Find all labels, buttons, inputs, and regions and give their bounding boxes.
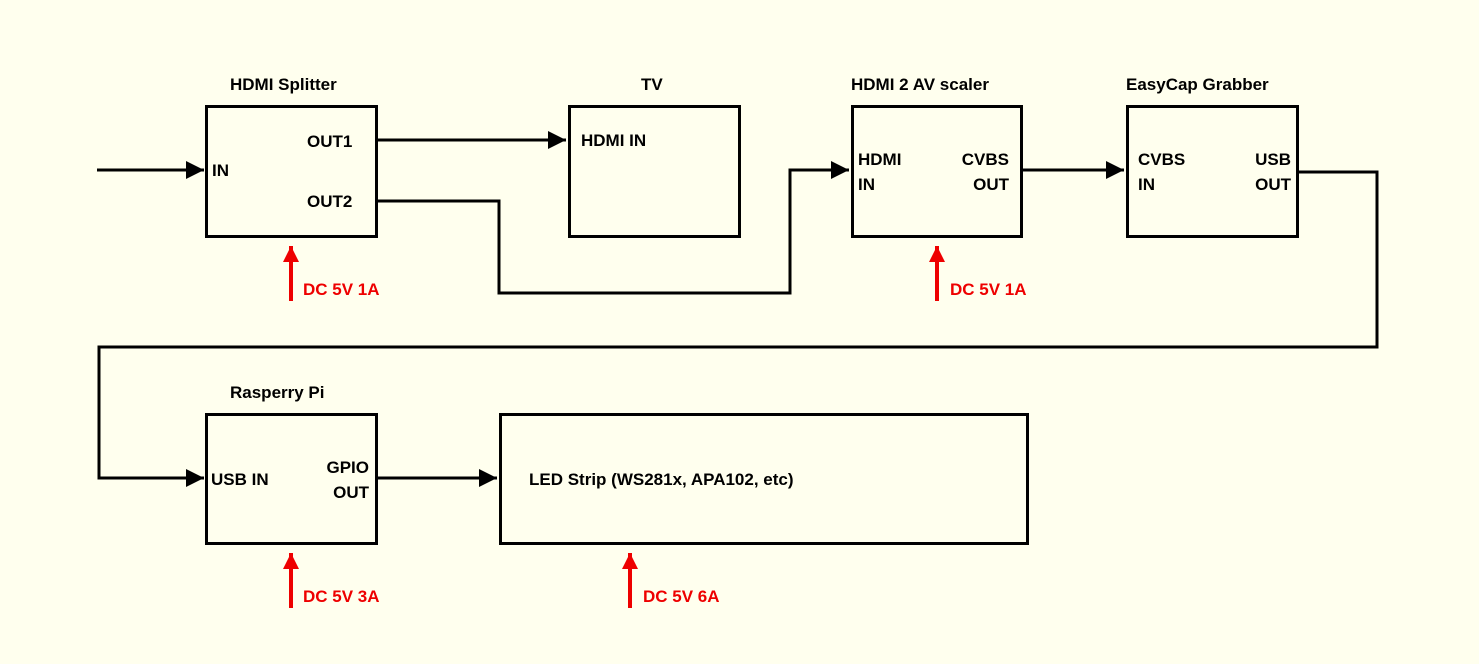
easycap-grabber-box [1126,105,1299,238]
tv-title: TV [641,75,663,94]
raspberry-pi-title: Rasperry Pi [230,383,325,402]
port-label-splitter-out1: OUT1 [307,132,353,151]
easycap-grabber-title: EasyCap Grabber [1126,75,1269,94]
raspberry-pi-box [205,413,378,545]
hdmi2av-scaler-title: HDMI 2 AV scaler [851,75,989,94]
port-label-scaler-hdmi-in: HDMI IN [858,150,902,194]
port-label-rpi-gpio-out: GPIO OUT [326,458,369,502]
port-label-splitter-out2: OUT2 [307,192,353,211]
port-label-easycap-usb-out: USB OUT [1255,150,1291,194]
port-label-scaler-cvbs-out: CVBS OUT [961,150,1009,194]
power-label-splitter: DC 5V 1A [303,280,380,299]
hdmi-splitter-title: HDMI Splitter [230,75,337,94]
port-label-easycap-cvbs-in: CVBS IN [1138,150,1186,194]
hdmi2av-scaler-box [851,105,1023,238]
hdmi-splitter-box [205,105,378,238]
power-label-raspberrypi: DC 5V 3A [303,587,380,606]
power-label-ledstrip: DC 5V 6A [643,587,720,606]
tv-box [568,105,741,238]
led-strip-label: LED Strip (WS281x, APA102, etc) [529,470,794,489]
led-strip-box [499,413,1029,545]
port-label-tv-hdmi-in: HDMI IN [581,131,647,150]
port-label-splitter-in: IN [212,161,229,180]
power-label-scaler: DC 5V 1A [950,280,1027,299]
port-label-rpi-usb-in: USB IN [211,470,269,489]
